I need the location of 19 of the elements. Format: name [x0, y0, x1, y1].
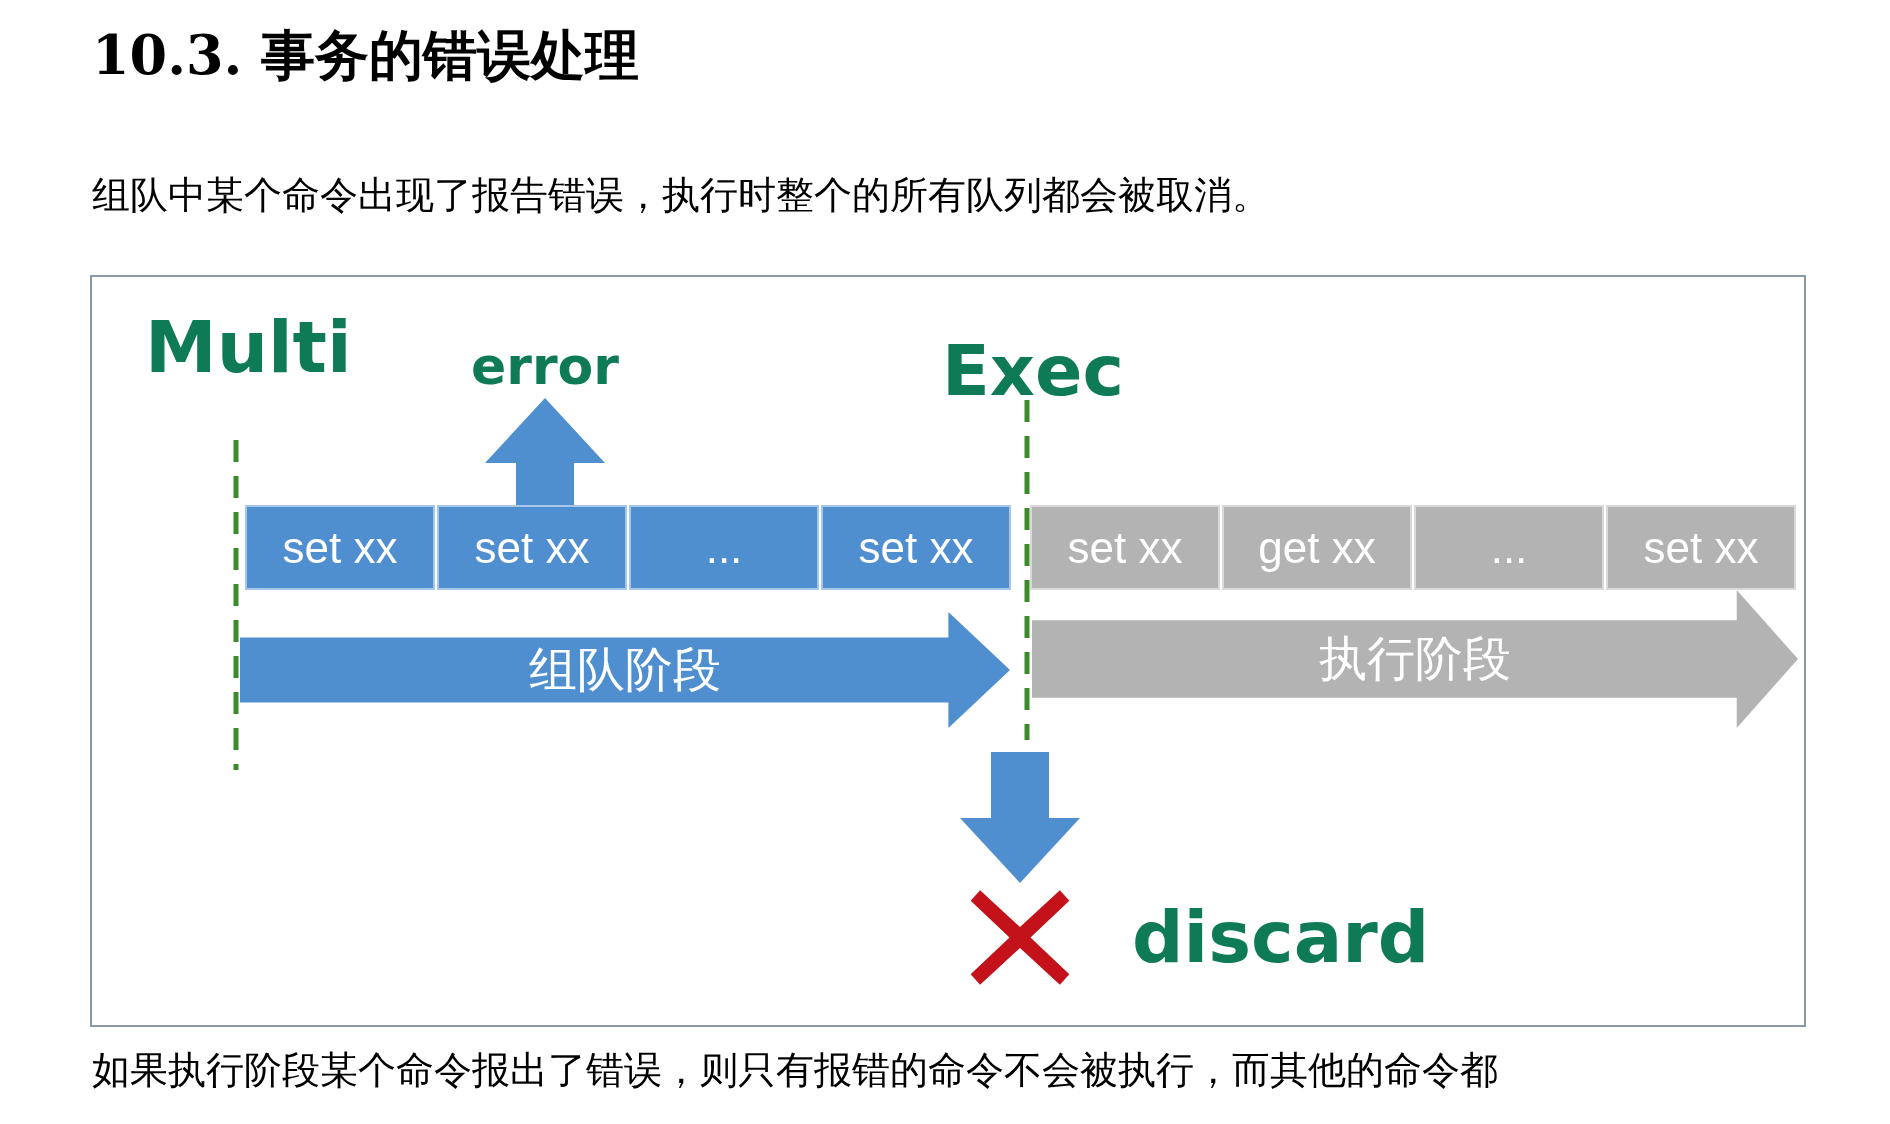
command-cell: set xx — [245, 505, 435, 590]
error-label: error — [455, 336, 635, 396]
command-cell: set xx — [437, 505, 627, 590]
command-cell: set xx — [821, 505, 1011, 590]
exec-label: Exec — [942, 330, 1124, 412]
block-arrow — [485, 398, 605, 505]
paragraph-text: 组队中某个命令出现了报告错误，执行时整个的所有队列都会被取消。 — [92, 172, 1270, 219]
heading: 10.3. 事务的错误处理 — [92, 22, 640, 89]
phase-arrow: 组队阶段 — [240, 612, 1010, 728]
command-cell: ... — [629, 505, 819, 590]
command-cell: ... — [1414, 505, 1604, 590]
multi-label: Multi — [145, 305, 352, 389]
command-cell: get xx — [1222, 505, 1412, 590]
phase-arrow: 执行阶段 — [1032, 590, 1798, 728]
discard-label: discard — [1132, 895, 1430, 979]
command-cell: set xx — [1606, 505, 1796, 590]
command-cell: set xx — [1030, 505, 1220, 590]
paragraph-text: 如果执行阶段某个命令报出了错误，则只有报错的命令不会被执行，而其他的命令都 — [92, 1047, 1498, 1094]
block-arrow — [960, 752, 1080, 883]
